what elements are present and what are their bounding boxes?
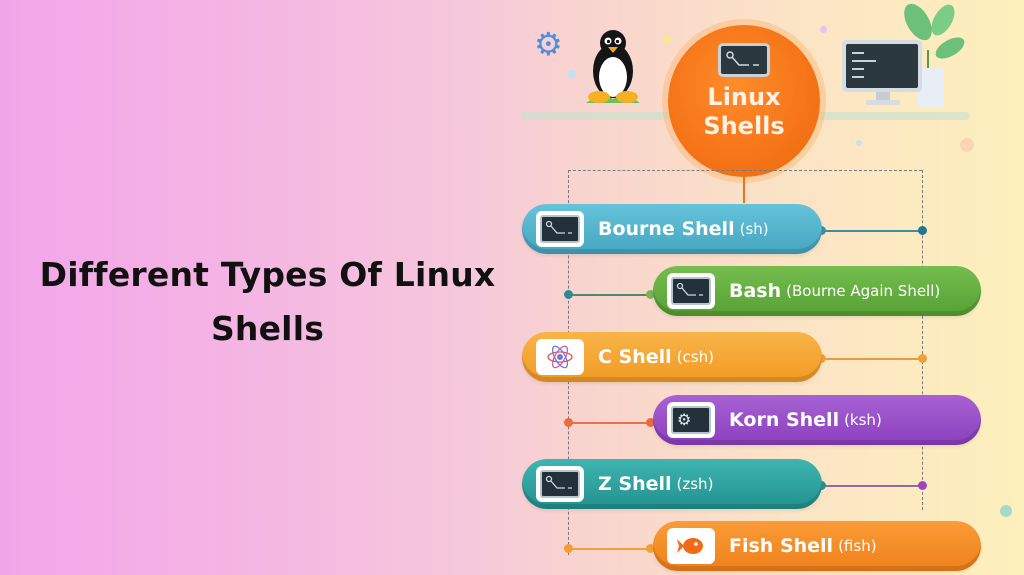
terminal-icon [536, 466, 584, 502]
shell-item-bourne: Bourne Shell (sh) [522, 204, 822, 254]
dashed-connector-right [922, 170, 923, 510]
connector-line [568, 294, 656, 296]
shell-name: C Shell [598, 346, 672, 368]
sparkle-decoration [1000, 505, 1012, 517]
shell-item-fish: Fish Shell (fish) [653, 521, 981, 571]
terminal-icon [536, 211, 584, 247]
dashed-connector [568, 170, 744, 171]
shell-item-c-shell: C Shell (csh) [522, 332, 822, 382]
linux-shells-hub: Linux Shells [668, 25, 820, 177]
terminal-gear-icon: ⚙ [667, 402, 715, 438]
hub-line-2: Shells [703, 112, 785, 140]
hub-stem [743, 177, 745, 203]
atom-icon [536, 339, 584, 375]
fish-icon [667, 528, 715, 564]
shell-abbr: (fish) [838, 537, 877, 555]
shell-name: Fish Shell [729, 535, 834, 557]
shell-abbr: (zsh) [676, 475, 714, 493]
connector-line [822, 358, 922, 360]
shell-item-z-shell: Z Shell (zsh) [522, 459, 822, 509]
connector-dot [564, 290, 573, 299]
tux-penguin-icon [586, 30, 640, 103]
dashed-connector [744, 170, 922, 171]
shell-name: Bash [729, 280, 782, 302]
terminal-icon [718, 43, 770, 77]
connector-line [568, 422, 656, 424]
monitor-terminal-icon [842, 40, 922, 105]
connector-dot [918, 226, 927, 235]
connector-dot [564, 544, 573, 553]
connector-dot [646, 544, 655, 553]
plant-icon [904, 3, 965, 108]
sparkle-decoration [960, 138, 974, 152]
connector-dot [564, 418, 573, 427]
gear-icon: ⚙ [534, 25, 563, 63]
connector-dot [918, 354, 927, 363]
sparkle-decoration [820, 26, 827, 33]
title-line-1: Different Types Of Linux [39, 255, 496, 294]
title-line-2: Shells [210, 309, 325, 348]
hub-line-1: Linux [707, 83, 781, 111]
shell-name: Bourne Shell [598, 218, 735, 240]
page-title: Different Types Of Linux Shells [30, 248, 505, 356]
connector-dot [918, 481, 927, 490]
connector-dot [646, 290, 655, 299]
connector-line [568, 548, 656, 550]
shell-item-bash: Bash (Bourne Again Shell) [653, 266, 981, 316]
shell-abbr: (Bourne Again Shell) [786, 282, 941, 300]
sparkle-decoration [662, 34, 672, 44]
sparkle-decoration [568, 70, 576, 78]
shell-name: Z Shell [598, 473, 672, 495]
shell-abbr: (ksh) [844, 411, 882, 429]
terminal-icon [667, 273, 715, 309]
shell-item-korn: ⚙ Korn Shell (ksh) [653, 395, 981, 445]
shell-name: Korn Shell [729, 409, 840, 431]
shell-abbr: (csh) [676, 348, 714, 366]
connector-line [822, 230, 922, 232]
connector-dot [646, 418, 655, 427]
connector-line [822, 485, 922, 487]
shell-abbr: (sh) [739, 220, 769, 238]
sparkle-decoration [856, 140, 862, 146]
